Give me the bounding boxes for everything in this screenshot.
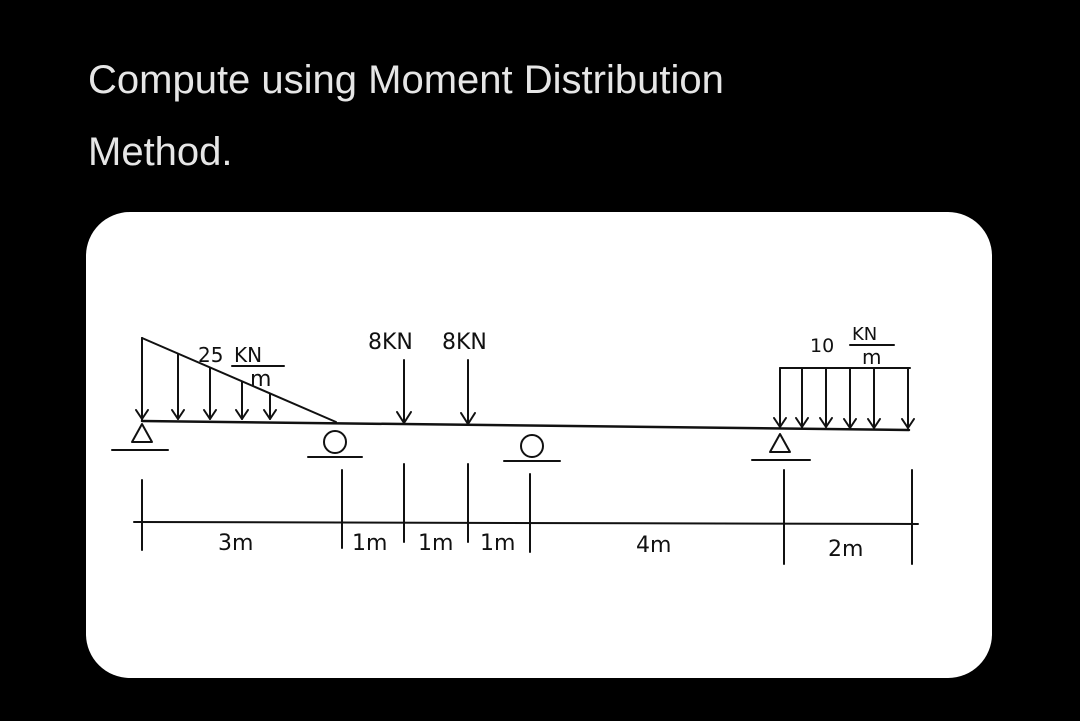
beam-line: [140, 419, 911, 432]
roller-support-1: [307, 430, 363, 458]
triangular-load-unit-top: KN: [234, 343, 262, 367]
dimension-label-1: 3m: [218, 531, 253, 556]
dimension-label-2: 1m: [352, 531, 387, 556]
uniform-load: 10 KN m: [773, 324, 915, 429]
question-line-1: Compute using Moment Distribution: [88, 58, 724, 102]
dimension-label-5: 4m: [636, 533, 671, 558]
triangular-load-arrows: [135, 337, 277, 420]
question-text: Compute using Moment Distribution Method…: [88, 44, 988, 188]
dimension-label-4: 1m: [480, 531, 515, 556]
roller-support-2: [503, 434, 561, 462]
beam-diagram: 25 KN m 8KN 8KN: [111, 324, 919, 565]
triangular-load-magnitude: 25: [198, 343, 223, 367]
uniform-load-magnitude: 10: [810, 335, 834, 357]
pin-support-right: [751, 433, 811, 461]
uniform-load-unit-bottom: m: [862, 345, 881, 369]
dimension-label-3: 1m: [418, 531, 453, 556]
dimension-label-6: 2m: [828, 537, 863, 562]
triangular-load-unit-bottom: m: [250, 367, 271, 392]
diagram-card: 25 KN m 8KN 8KN: [86, 212, 992, 678]
point-load-1-label: 8KN: [368, 330, 413, 355]
point-load-2: 8KN: [442, 330, 487, 425]
pin-support-left: [111, 423, 169, 451]
point-load-2-label: 8KN: [442, 330, 487, 355]
question-line-2: Method.: [88, 130, 233, 174]
triangular-load: 25 KN m: [135, 337, 337, 423]
dimension-lines: [133, 463, 919, 565]
uniform-load-arrows: [773, 367, 915, 429]
point-load-1: 8KN: [368, 330, 413, 424]
uniform-load-unit-top: KN: [852, 324, 877, 345]
